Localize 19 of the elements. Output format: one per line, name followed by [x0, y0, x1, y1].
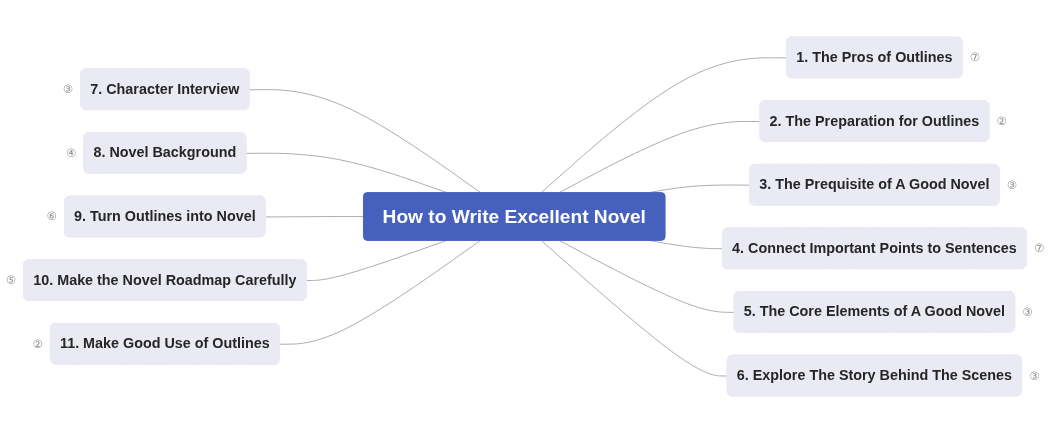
circled-number: ③ [1006, 177, 1017, 192]
connector [558, 239, 736, 313]
connector [249, 89, 481, 194]
circled-number: ② [32, 336, 43, 351]
connector [279, 239, 481, 345]
circled-number: ③ [1029, 368, 1040, 383]
circled-number: ⑦ [1033, 241, 1045, 256]
circled-number: ③ [1022, 304, 1033, 319]
circled-number: ④ [65, 145, 77, 160]
connector [265, 216, 364, 218]
circled-number: ③ [62, 82, 74, 97]
connector [540, 239, 729, 377]
circled-number: ⑦ [969, 50, 981, 65]
circled-number: ⑤ [5, 273, 17, 288]
connector [558, 120, 761, 194]
circled-number: ⑥ [46, 209, 57, 224]
circled-number: ② [996, 114, 1007, 129]
node-box: How to Write Excellent Novel [362, 192, 666, 241]
connector [540, 57, 788, 194]
